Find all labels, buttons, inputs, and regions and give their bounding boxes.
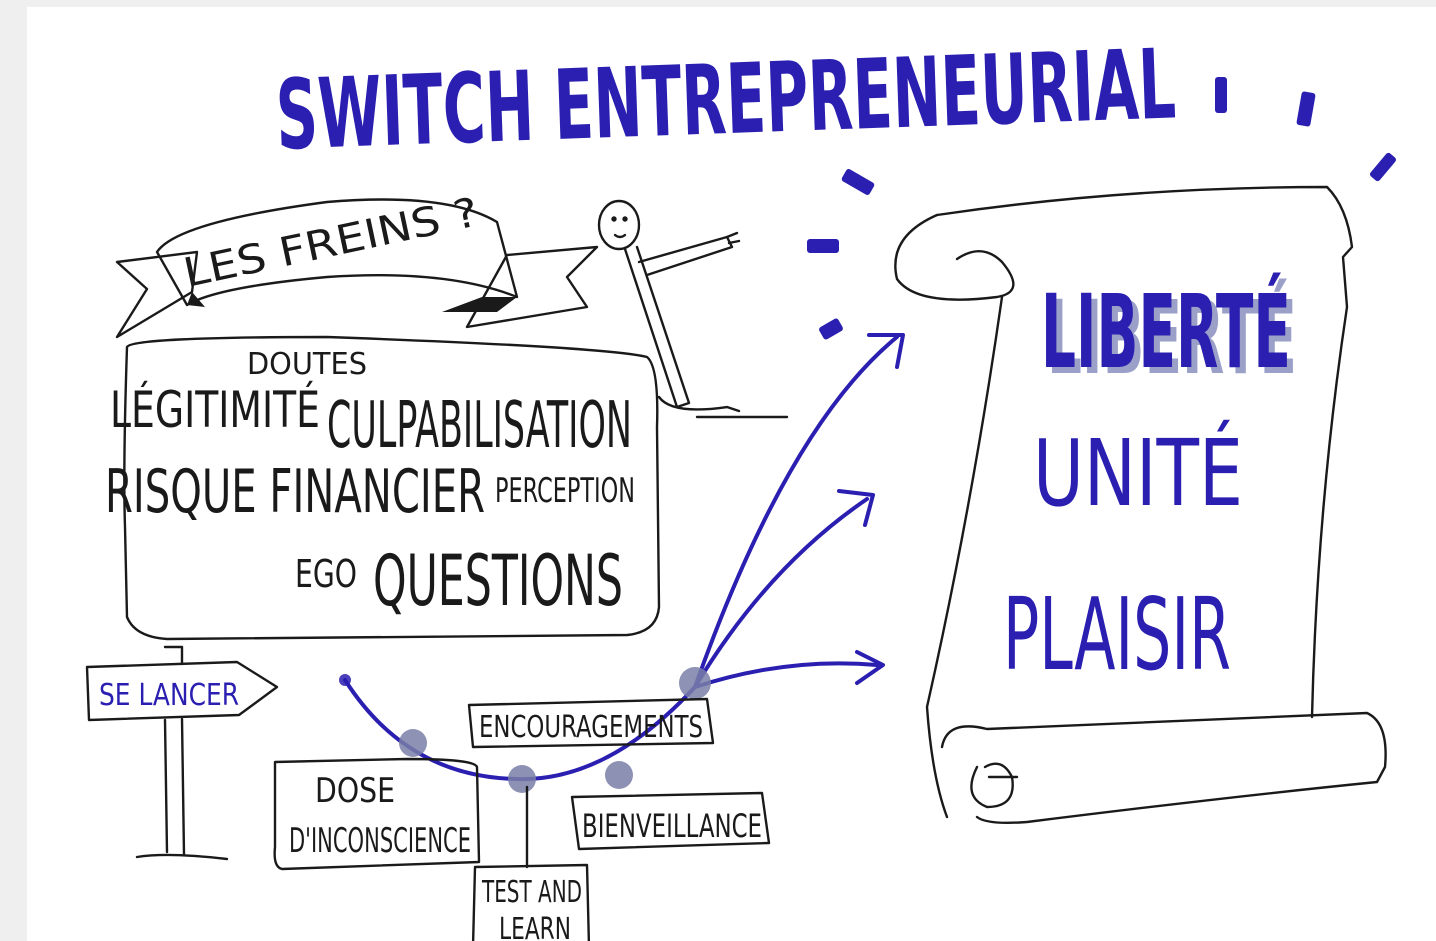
path-nodes: [339, 667, 711, 793]
word-culpabilisation: CULPABILISATION: [327, 389, 632, 463]
value-plaisir: PLAISIR: [1003, 576, 1231, 693]
word-legitimite: LÉGITIMITÉ: [110, 380, 320, 439]
label-bienveillance: BIENVEILLANCE: [570, 791, 771, 851]
word-perception: PERCEPTION: [495, 471, 635, 511]
brakes-banner-label: LES FREINS ?: [180, 189, 483, 296]
brakes-banner: LES FREINS ?: [115, 189, 599, 339]
label-test-and-learn: TEST AND LEARN: [471, 785, 591, 941]
dose-line2: D'INCONSCIENCE: [289, 821, 471, 861]
decorative-rays: [807, 77, 1397, 340]
word-risque-financier: RISQUE FINANCIER: [105, 457, 485, 527]
encouragements-label: ENCOURAGEMENTS: [479, 710, 703, 745]
scroll-values: LIBERTÉ LIBERTÉ UNITÉ PLAISIR: [1003, 272, 1297, 693]
sketchnote-canvas: SWITCH ENTREPRENEURIAL LES FREINS ? DOUT…: [27, 7, 1436, 941]
stick-figure: [597, 199, 789, 419]
sketchnote-drawing: SWITCH ENTREPRENEURIAL LES FREINS ? DOUT…: [85, 28, 1397, 941]
title: SWITCH ENTREPRENEURIAL: [274, 28, 1177, 172]
signpost-label: SE LANCER: [99, 678, 239, 713]
word-questions: QUESTIONS: [373, 540, 623, 622]
brakes-box: [123, 335, 661, 641]
bienveillance-label: BIENVEILLANCE: [582, 807, 762, 845]
brakes-words: DOUTES LÉGITIMITÉ CULPABILISATION RISQUE…: [105, 347, 635, 622]
signpost: SE LANCER: [85, 645, 279, 861]
path-arrows: [343, 333, 905, 782]
dose-line1: DOSE: [315, 771, 395, 811]
word-ego: EGO: [295, 552, 357, 596]
word-doutes: DOUTES: [247, 347, 367, 382]
label-encouragements: ENCOURAGEMENTS: [467, 697, 715, 749]
label-dose: DOSE D'INCONSCIENCE: [273, 757, 481, 871]
test-line2: LEARN: [499, 912, 571, 941]
test-line1: TEST AND: [481, 875, 582, 910]
value-liberte-shadow: LIBERTÉ: [1047, 278, 1297, 398]
value-unite: UNITÉ: [1033, 419, 1243, 527]
value-liberte: LIBERTÉ: [1041, 272, 1291, 392]
scroll: [894, 185, 1387, 825]
